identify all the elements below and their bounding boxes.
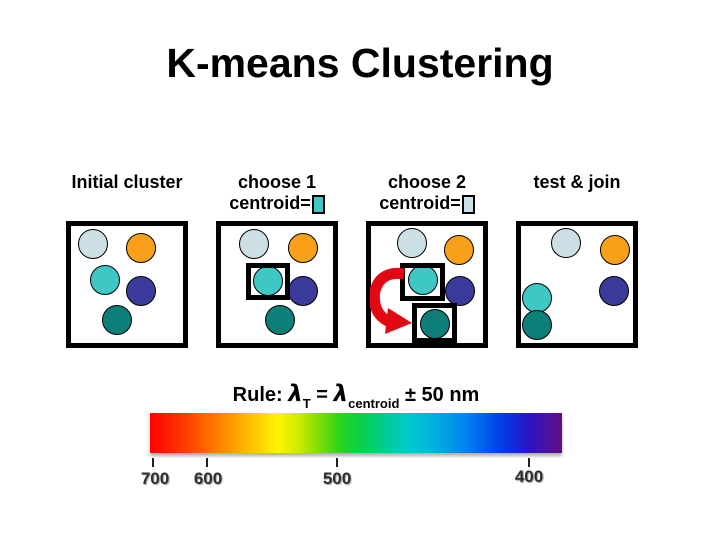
lambda-centroid-symbol: λ: [333, 381, 349, 407]
selection-square-turquoise: [246, 263, 290, 300]
selection-square-turquoise: [400, 263, 445, 301]
panel-label-text: Initial cluster: [71, 172, 183, 192]
cluster-dot-dark-blue: [599, 276, 629, 306]
choose-2-line2: centroid=: [342, 193, 512, 214]
choose-2-line1: choose 2: [387, 172, 467, 192]
cluster-dot-dark-blue: [126, 276, 156, 306]
cluster-dot-teal: [522, 310, 552, 340]
cluster-dot-orange: [600, 235, 630, 265]
panel-label-choose-2: choose 2 centroid=: [342, 172, 512, 214]
cluster-dot-light-blue: [551, 228, 581, 258]
cluster-dot-teal: [265, 305, 295, 335]
tick-label-400: 400: [514, 467, 544, 486]
tolerance-value: 50 nm: [421, 384, 480, 406]
tick-600: [206, 458, 208, 467]
cluster-dot-orange: [288, 233, 318, 263]
wavelength-spectrum-bar: [150, 413, 562, 453]
slide-title: K-means Clustering: [166, 40, 554, 86]
choose-1-line1: choose 1: [237, 172, 317, 192]
panel-label-text: test & join: [533, 172, 621, 192]
cluster-dot-dark-blue: [445, 276, 475, 306]
tick-400: [528, 458, 530, 467]
choose-1-line2: centroid=: [192, 193, 362, 214]
cluster-dot-orange: [126, 233, 156, 263]
cluster-dot-light-blue: [78, 229, 108, 259]
cluster-dot-teal: [102, 305, 132, 335]
panel-label-initial-cluster: Initial cluster: [42, 172, 212, 193]
cluster-dot-turquoise: [522, 283, 552, 313]
tick-label-500: 500: [322, 469, 352, 488]
centroid-2-swatch: [461, 194, 475, 214]
tick-label-600: 600: [193, 469, 223, 488]
tick-label-700: 700: [140, 469, 170, 488]
cluster-dot-teal: [420, 309, 450, 339]
cluster-dot-turquoise: [90, 265, 120, 295]
tick-500: [336, 458, 338, 467]
panel-label-test-join: test & join: [492, 172, 662, 193]
cluster-dot-dark-blue: [288, 276, 318, 306]
plus-minus-sign: ±: [404, 384, 416, 406]
centroid-1-swatch: [311, 194, 325, 214]
equals-sign: =: [316, 384, 328, 406]
tick-700: [152, 458, 154, 467]
lambda-T-subscript: T: [302, 396, 311, 411]
lambda-centroid-subscript: centroid: [348, 396, 400, 411]
cluster-dot-light-blue: [397, 228, 427, 258]
rule-formula: Rule: λT = λcentroid ± 50 nm: [0, 381, 712, 411]
rule-label: Rule:: [232, 384, 283, 406]
red-curved-arrow-icon: [370, 267, 412, 334]
panel-label-choose-1: choose 1 centroid=: [192, 172, 362, 214]
cluster-dot-light-blue: [239, 229, 269, 259]
selection-square-teal: [412, 303, 457, 343]
lambda-T-symbol: λ: [288, 381, 303, 407]
cluster-dot-orange: [444, 235, 474, 265]
